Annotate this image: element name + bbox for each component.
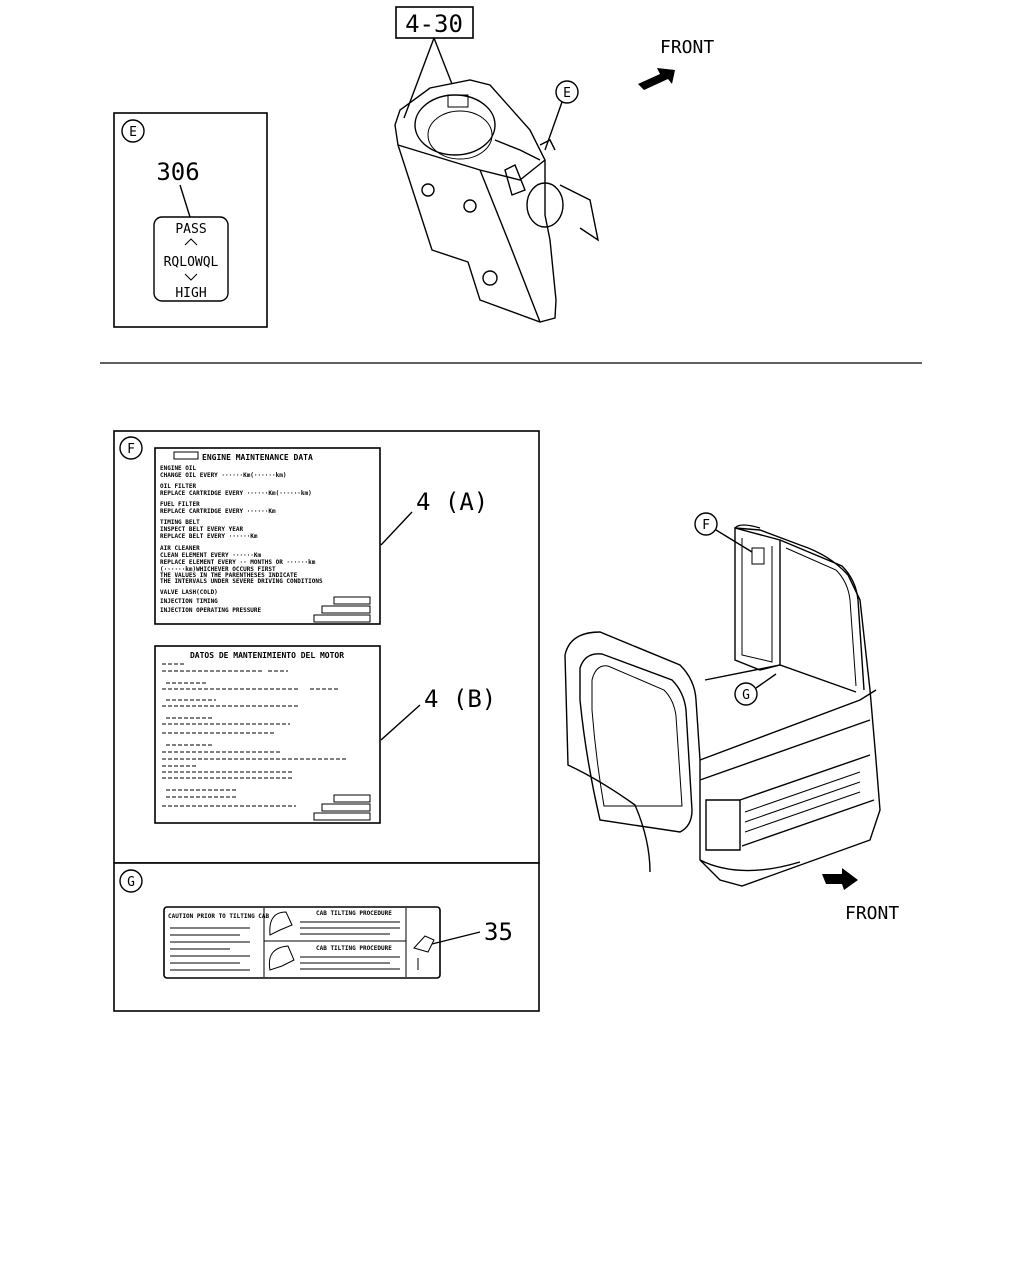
label-4A-line: REPLACE ELEMENT EVERY ·· MONTHS OR ·····…: [160, 559, 316, 566]
label-4A-line: ENGINE OIL: [160, 465, 197, 472]
marker-E-top-label: E: [563, 86, 571, 101]
label-4A-line: FUEL FILTER: [160, 501, 200, 508]
label-4A-line: THE INTERVALS UNDER SEVERE DRIVING CONDI…: [160, 578, 323, 585]
label-4A: ENGINE MAINTENANCE DATA ENGINE OIL CHANG…: [154, 447, 381, 625]
detail-G-box: G CAUTION PRIOR TO TILTING CAB CAB TILTI…: [113, 862, 540, 1012]
detail-F-marker: F: [127, 442, 135, 457]
label-4A-title: ENGINE MAINTENANCE DATA: [202, 453, 313, 462]
part-no-35: 35: [484, 918, 513, 946]
label-4A-line: REPLACE BELT EVERY ······Km: [160, 533, 258, 540]
marker-G-cab-label: G: [742, 688, 750, 703]
front-arrow-bottom: FRONT: [822, 868, 899, 924]
callout-35: 35: [431, 918, 513, 946]
callout-4A-label: 4 (A): [416, 488, 488, 516]
label-4A-line: AIR CLEANER: [160, 545, 200, 552]
callout-4B: 4 (B): [380, 685, 496, 741]
label-4A-line: VALVE LASH(COLD): [160, 589, 218, 596]
label-4B-title: DATOS DE MANTENIMIENTO DEL MOTOR: [190, 651, 344, 660]
label-4A-line: INJECTION OPERATING PRESSURE: [160, 607, 262, 614]
detail-E-box: E 306 PASS RQLOWQL HIGH: [113, 112, 268, 328]
detail-E-marker: E: [129, 125, 137, 140]
label-4A-line: REPLACE CARTRIDGE EVERY ······Km(······k…: [160, 490, 312, 497]
callout-4-30-label: 4-30: [405, 10, 463, 38]
truck-cab-drawing: [564, 524, 881, 887]
part-no-306: 306: [156, 158, 199, 186]
front-label-top: FRONT: [660, 37, 714, 58]
marker-E-top: E: [544, 80, 579, 151]
label-4A-line: TIMING BELT: [160, 519, 200, 526]
tilt-procedure-heading-1: CAB TILTING PROCEDURE: [316, 910, 392, 917]
marker-G-cab: G: [734, 673, 777, 706]
label-4A-line: REPLACE CARTRIDGE EVERY ······Km: [160, 508, 276, 515]
marker-F-cab-label: F: [702, 518, 710, 533]
front-arrow-top: FRONT: [638, 37, 714, 90]
label-4A-line: CLEAN ELEMENT EVERY ······Km: [160, 552, 262, 559]
label-4B: DATOS DE MANTENIMIENTO DEL MOTOR: [154, 645, 381, 824]
callout-4B-label: 4 (B): [424, 685, 496, 713]
detail-G-marker: G: [127, 875, 135, 890]
label-4A-line: OIL FILTER: [160, 483, 197, 490]
switch-label-row: RQLOWQL: [164, 255, 219, 270]
label-4A-line: CHANGE OIL EVERY ······Km(······km): [160, 472, 286, 479]
label-4A-line: INSPECT BELT EVERY YEAR: [160, 526, 243, 533]
marker-F-cab: F: [694, 512, 753, 553]
tilt-caution-heading: CAUTION PRIOR TO TILTING CAB: [168, 913, 270, 920]
front-label-bottom: FRONT: [845, 903, 899, 924]
switch-label-pass: PASS: [175, 222, 206, 237]
callout-4A: 4 (A): [380, 488, 488, 546]
switch-label-high: HIGH: [175, 286, 206, 301]
label-4A-line: (······km)WHICHEVER OCCURS FIRST: [160, 566, 276, 573]
callout-4-30: 4-30: [395, 6, 474, 119]
label-4A-line: INJECTION TIMING: [160, 598, 218, 605]
label-4A-line: THE VALUES IN THE PARENTHESES INDICATE: [160, 572, 298, 579]
combination-switch-drawing: [394, 79, 600, 323]
tilt-procedure-heading-2: CAB TILTING PROCEDURE: [316, 945, 392, 952]
